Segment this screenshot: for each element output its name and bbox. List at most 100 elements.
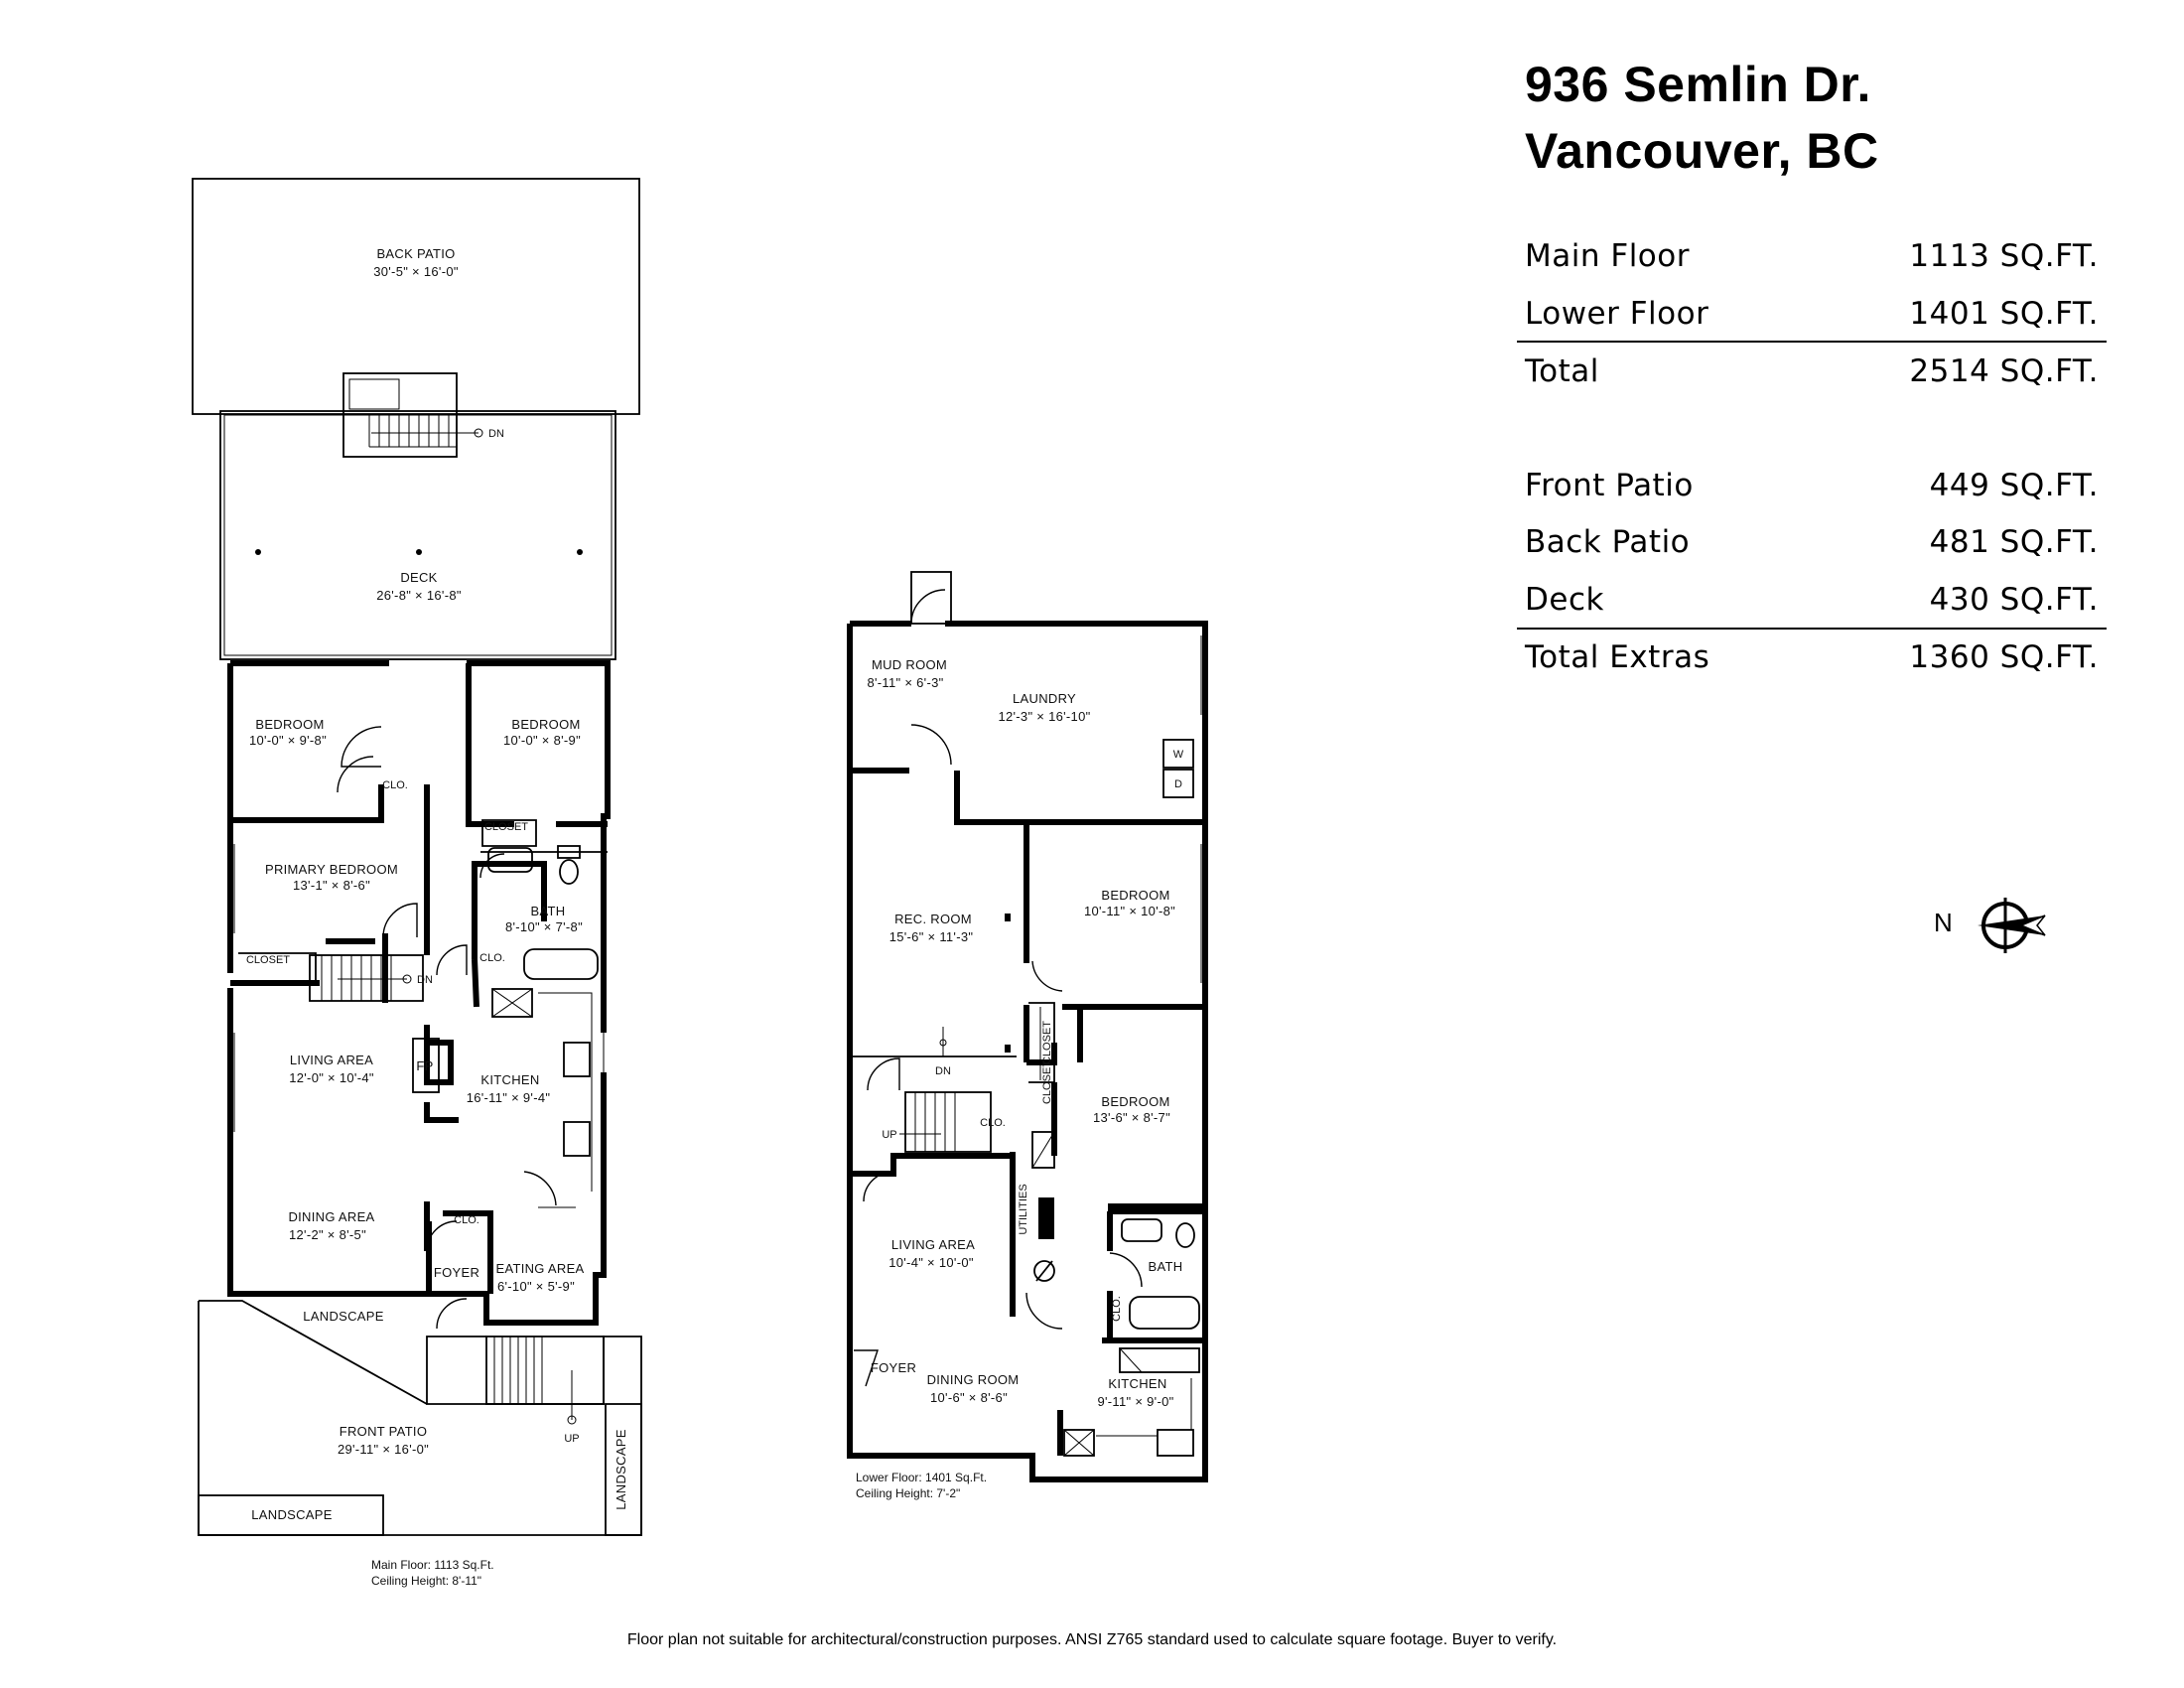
main-floor-note-ceiling: Ceiling Height: 8'-11" bbox=[371, 1574, 481, 1588]
area-value: 1360 SQ.FT. bbox=[1909, 639, 2099, 675]
room-dims: 13'-6" × 8'-7" bbox=[1093, 1110, 1170, 1125]
room-dims: 12'-3" × 16'-10" bbox=[998, 709, 1090, 724]
fp-label: FP bbox=[416, 1058, 433, 1073]
area-label: Total Extras bbox=[1525, 639, 1710, 675]
area-row-main-floor: Main Floor 1113 SQ.FT. bbox=[1525, 241, 2099, 272]
dn-label: DN bbox=[935, 1065, 951, 1077]
landscape-label: LANDSCAPE bbox=[614, 1429, 628, 1509]
room-name: BEDROOM bbox=[1101, 1094, 1169, 1109]
area-row-total-extras: Total Extras 1360 SQ.FT. bbox=[1525, 642, 2099, 673]
room-name: REC. ROOM bbox=[894, 912, 972, 926]
closet-label: CLOSET bbox=[1041, 1021, 1053, 1064]
room-dims: 8'-11" × 6'-3" bbox=[867, 675, 943, 690]
room-name: KITCHEN bbox=[1108, 1376, 1166, 1391]
area-row-lower-floor: Lower Floor 1401 SQ.FT. bbox=[1525, 299, 2099, 330]
clo-label: CLO. bbox=[382, 779, 408, 791]
clo-label: CLO. bbox=[479, 952, 505, 964]
lower-floor-note-area: Lower Floor: 1401 Sq.Ft. bbox=[856, 1471, 987, 1484]
area-divider bbox=[1517, 628, 2107, 630]
area-row-deck: Deck 430 SQ.FT. bbox=[1525, 585, 2099, 616]
area-label: Main Floor bbox=[1525, 238, 1690, 274]
foyer-label: FOYER bbox=[434, 1265, 479, 1280]
room-name: LAUNDRY bbox=[1013, 691, 1076, 706]
area-label: Lower Floor bbox=[1525, 296, 1709, 332]
area-label: Total bbox=[1525, 353, 1599, 389]
landscape-label: LANDSCAPE bbox=[251, 1507, 332, 1522]
closet-label: CLOSET bbox=[246, 954, 290, 966]
up-label: UP bbox=[882, 1129, 896, 1141]
room-name: BEDROOM bbox=[255, 717, 324, 732]
washer-label: W bbox=[1173, 749, 1184, 761]
room-name: DINING AREA bbox=[288, 1209, 374, 1224]
dryer-label: D bbox=[1174, 778, 1182, 790]
room-dims: 30'-5" × 16'-0" bbox=[373, 264, 459, 279]
lower-floor-note-ceiling: Ceiling Height: 7'-2" bbox=[856, 1486, 960, 1500]
closet-label: CLOSET bbox=[1041, 1060, 1053, 1104]
room-name: EATING AREA bbox=[495, 1261, 584, 1276]
room-name: KITCHEN bbox=[480, 1072, 539, 1087]
room-name: BATH bbox=[531, 904, 566, 918]
utilities-label: UTILITIES bbox=[1018, 1184, 1029, 1234]
area-value: 2514 SQ.FT. bbox=[1909, 353, 2099, 389]
lower-exterior-walls bbox=[847, 621, 1208, 1482]
room-name: BACK PATIO bbox=[376, 246, 455, 261]
room-dims: 16'-11" × 9'-4" bbox=[467, 1090, 551, 1105]
closet-label: CLOSET bbox=[484, 821, 528, 833]
up-label: UP bbox=[564, 1433, 579, 1445]
area-value: 1113 SQ.FT. bbox=[1909, 238, 2099, 274]
area-divider bbox=[1517, 341, 2107, 343]
back-patio-outline bbox=[192, 178, 640, 415]
disclaimer: Floor plan not suitable for architectura… bbox=[626, 1631, 1558, 1648]
landscape-label: LANDSCAPE bbox=[303, 1309, 383, 1324]
area-label: Front Patio bbox=[1525, 468, 1694, 503]
clo-label: CLO. bbox=[454, 1214, 479, 1226]
dryer-icon bbox=[1162, 769, 1194, 798]
main-floor-note-area: Main Floor: 1113 Sq.Ft. bbox=[371, 1558, 494, 1572]
clo-label: CLO. bbox=[980, 1117, 1006, 1129]
room-dims: 8'-10" × 7'-8" bbox=[505, 919, 583, 934]
room-name: BEDROOM bbox=[511, 717, 580, 732]
area-value: 481 SQ.FT. bbox=[1929, 524, 2099, 560]
dn-label: DN bbox=[488, 428, 504, 440]
area-row-total: Total 2514 SQ.FT. bbox=[1525, 356, 2099, 387]
room-dims: 10'-11" × 10'-8" bbox=[1084, 904, 1175, 918]
main-interior-walls bbox=[230, 663, 608, 1294]
room-name: BATH bbox=[1149, 1259, 1183, 1274]
room-dims: 15'-6" × 11'-3" bbox=[889, 929, 974, 944]
room-name: DINING ROOM bbox=[927, 1372, 1020, 1387]
area-value: 1401 SQ.FT. bbox=[1909, 296, 2099, 332]
room-dims: 29'-11" × 16'-0" bbox=[338, 1442, 429, 1457]
compass-icon bbox=[1978, 898, 2046, 953]
main-floor-labels: BACK PATIO 30'-5" × 16'-0" DECK 26'-8" ×… bbox=[246, 246, 628, 1588]
dn-label: DN bbox=[417, 974, 433, 986]
area-label: Back Patio bbox=[1525, 524, 1691, 560]
room-name: DECK bbox=[400, 570, 437, 585]
room-dims: 10'-6" × 8'-6" bbox=[930, 1390, 1008, 1405]
area-row-front-patio: Front Patio 449 SQ.FT. bbox=[1525, 471, 2099, 501]
room-dims: 10'-0" × 8'-9" bbox=[503, 733, 581, 748]
deck-outline bbox=[219, 410, 616, 660]
room-name: LIVING AREA bbox=[290, 1053, 373, 1067]
clo-label: CLO. bbox=[1111, 1296, 1123, 1322]
room-name: FRONT PATIO bbox=[340, 1424, 428, 1439]
room-name: LIVING AREA bbox=[891, 1237, 975, 1252]
room-name: BEDROOM bbox=[1101, 888, 1169, 903]
compass-north-label: N bbox=[1934, 908, 1953, 937]
room-name: PRIMARY BEDROOM bbox=[265, 862, 398, 877]
room-dims: 12'-2" × 8'-5" bbox=[289, 1227, 366, 1242]
address-line-1: 936 Semlin Dr. bbox=[1525, 57, 1871, 112]
room-dims: 10'-0" × 9'-8" bbox=[249, 733, 327, 748]
area-label: Deck bbox=[1525, 582, 1604, 618]
lower-floor-plan bbox=[847, 571, 1208, 1482]
room-dims: 9'-11" × 9'-0" bbox=[1097, 1394, 1173, 1409]
room-dims: 26'-8" × 16'-8" bbox=[376, 588, 462, 603]
room-dims: 13'-1" × 8'-6" bbox=[293, 878, 370, 893]
washer-icon bbox=[1162, 739, 1194, 769]
area-value: 449 SQ.FT. bbox=[1929, 468, 2099, 503]
area-row-back-patio: Back Patio 481 SQ.FT. bbox=[1525, 527, 2099, 558]
room-dims: 6'-10" × 5'-9" bbox=[497, 1279, 575, 1294]
room-name: MUD ROOM bbox=[872, 657, 947, 672]
room-dims: 12'-0" × 10'-4" bbox=[289, 1070, 374, 1085]
lower-floor-labels: MUD ROOM 8'-11" × 6'-3" LAUNDRY 12'-3" ×… bbox=[856, 657, 1184, 1500]
